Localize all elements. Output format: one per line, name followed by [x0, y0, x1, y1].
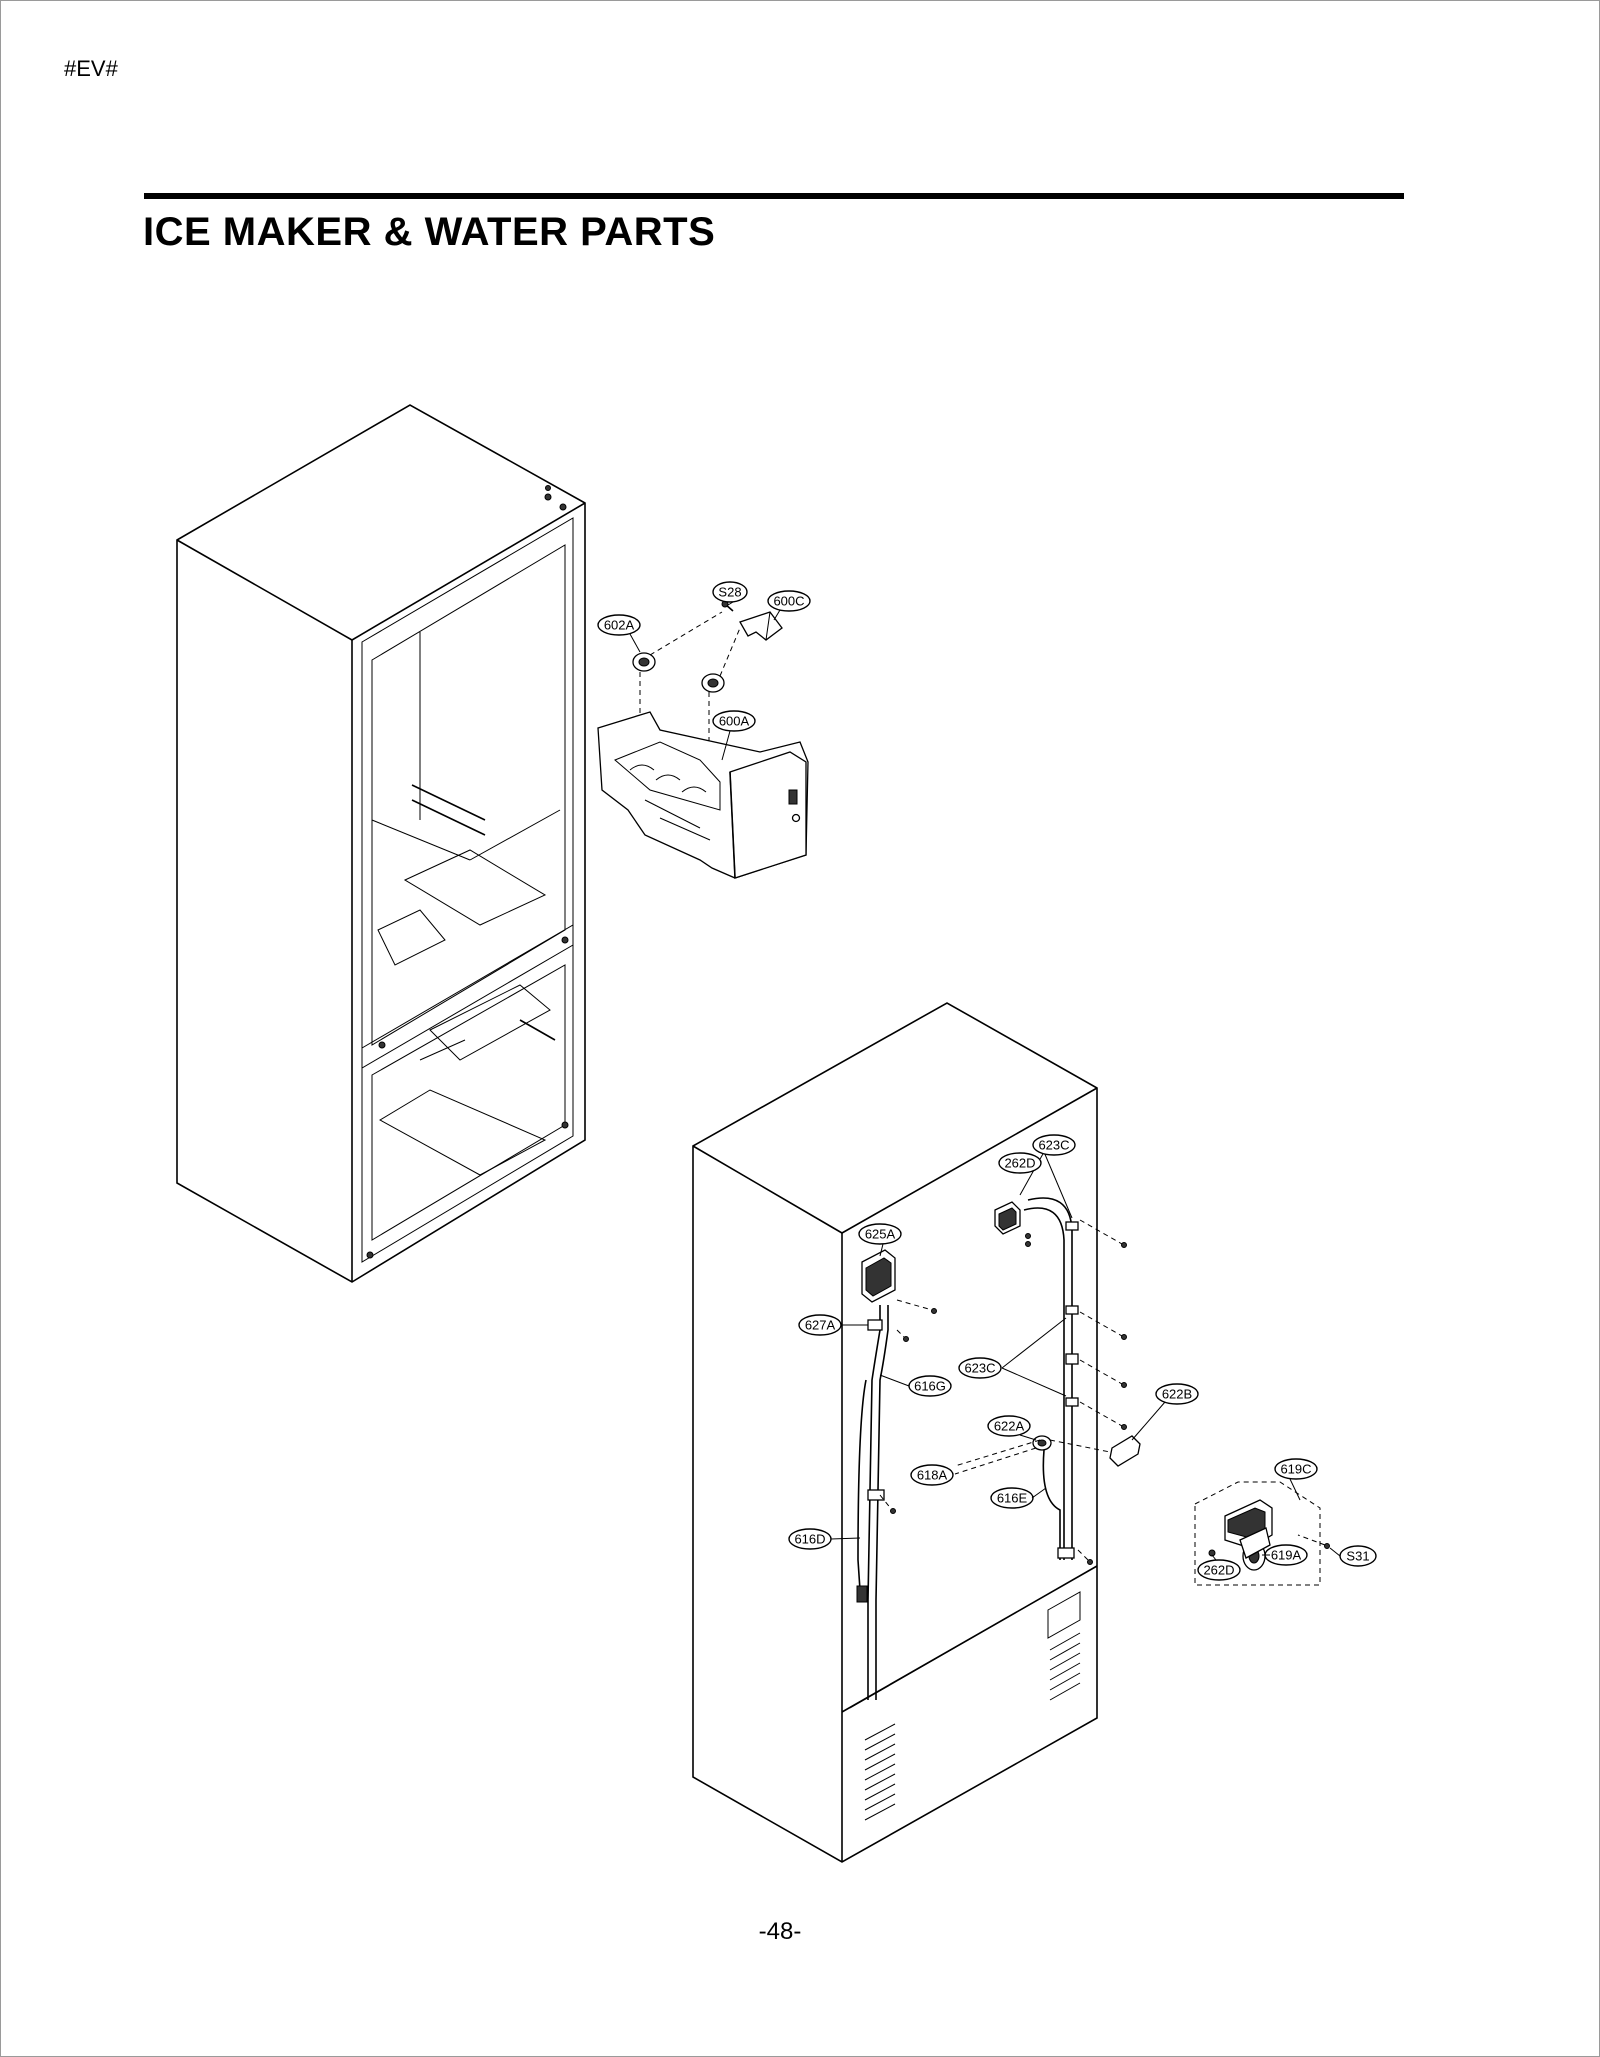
grommet-602a	[632, 652, 656, 672]
callout-602a: 602A	[597, 614, 641, 636]
water-valve-assembly	[1194, 1481, 1330, 1586]
page-number: -48-	[758, 1918, 802, 1945]
callout-616g: 616G	[908, 1375, 952, 1397]
callout-262d-top-label: 262D	[1004, 1156, 1035, 1171]
callout-622b-label: 622B	[1162, 1387, 1192, 1402]
callout-618a-label: 618A	[917, 1468, 948, 1483]
rear-cabinet	[692, 1002, 1098, 1863]
callout-623c-mid-label: 623C	[964, 1361, 995, 1376]
callout-s31-label: S31	[1346, 1549, 1369, 1564]
callout-619a-label: 619A	[1271, 1548, 1302, 1563]
water-valve-619a	[1224, 1499, 1273, 1571]
callout-619c-label: 619C	[1280, 1462, 1311, 1477]
leader-lines	[629, 601, 1341, 1561]
ice-maker-600a	[597, 711, 809, 879]
callout-622a: 622A	[987, 1415, 1031, 1437]
callout-627a: 627A	[798, 1314, 842, 1336]
callout-627a-label: 627A	[805, 1318, 836, 1333]
callout-s28: S28	[712, 581, 748, 603]
rear-vent-right	[1047, 1591, 1081, 1701]
callout-622b: 622B	[1155, 1383, 1199, 1405]
callout-625a: 625A	[858, 1223, 902, 1245]
callout-600a: 600A	[712, 710, 756, 732]
model-code: #EV#	[64, 56, 118, 81]
callout-618a: 618A	[910, 1464, 954, 1486]
callout-622a-label: 622A	[994, 1419, 1025, 1434]
callout-600c: 600C	[767, 590, 811, 612]
callout-262d-top: 262D	[998, 1152, 1042, 1174]
bracket-600c	[739, 611, 783, 641]
clip-627a	[867, 1319, 883, 1331]
title-rule	[144, 193, 1404, 199]
callout-600a-label: 600A	[719, 714, 750, 729]
screws	[890, 1233, 1127, 1565]
callout-619c: 619C	[1274, 1458, 1318, 1480]
page-title: ICE MAKER & WATER PARTS	[143, 210, 716, 254]
ice-maker-assembly	[597, 600, 809, 879]
callout-s28-label: S28	[718, 585, 741, 600]
callout-616d: 616D	[788, 1528, 832, 1550]
callout-625a-label: 625A	[865, 1227, 896, 1242]
callout-262d-bottom: 262D	[1197, 1559, 1241, 1581]
callout-s31: S31	[1339, 1545, 1377, 1567]
callout-623c-mid: 623C	[958, 1357, 1002, 1379]
grommet	[701, 673, 725, 693]
callout-616g-label: 616G	[914, 1379, 946, 1394]
front-cabinet	[176, 404, 586, 1283]
rear-vent-lower-left	[864, 1723, 896, 1821]
connector-262d-top	[994, 1201, 1021, 1235]
callout-619a: 619A	[1264, 1544, 1308, 1566]
grommet-622b	[1109, 1435, 1141, 1467]
callout-616e-label: 616E	[997, 1491, 1028, 1506]
callout-623c-top-label: 623C	[1038, 1138, 1069, 1153]
callout-262d-bottom-label: 262D	[1203, 1563, 1234, 1578]
filter-head-625a	[861, 1249, 896, 1303]
elbow-622a	[1032, 1435, 1052, 1451]
callout-602a-label: 602A	[604, 618, 635, 633]
callout-600c-label: 600C	[773, 594, 804, 609]
callout-623c-top: 623C	[1032, 1134, 1076, 1156]
callout-616d-label: 616D	[794, 1532, 825, 1547]
callout-616e: 616E	[990, 1487, 1034, 1509]
water-tubing	[856, 1151, 1141, 1700]
